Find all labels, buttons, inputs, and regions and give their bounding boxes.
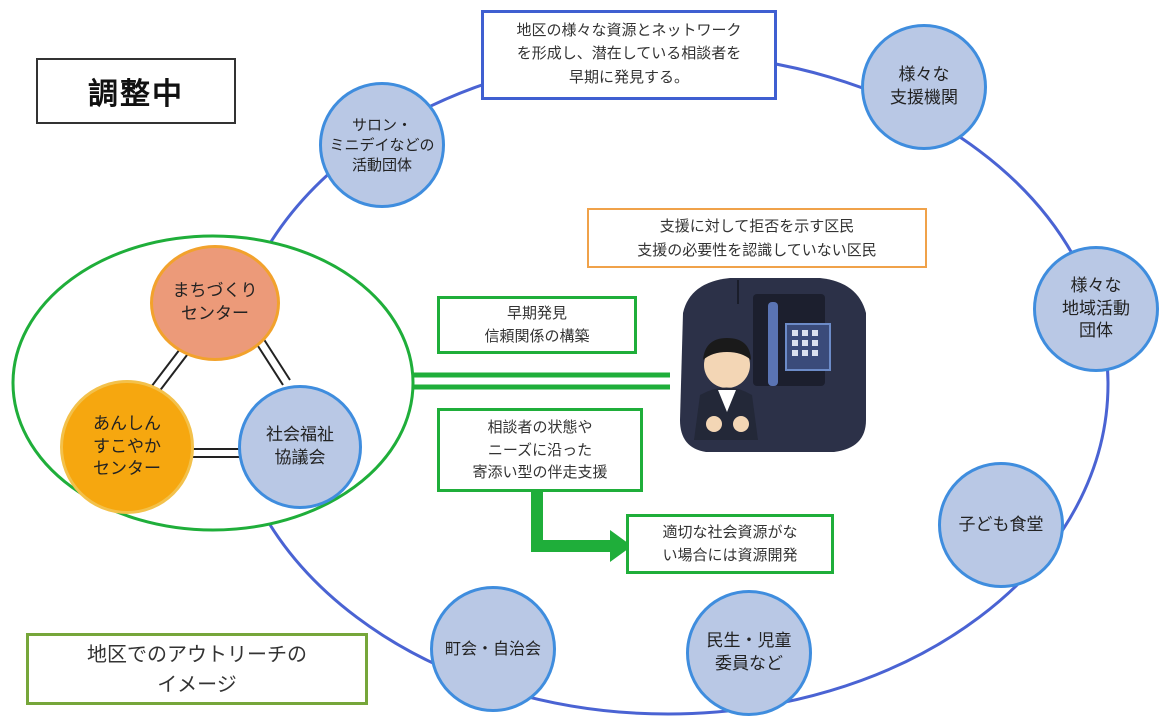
person-illustration bbox=[680, 278, 866, 452]
status-label: 調整中 bbox=[36, 58, 236, 124]
node-support-agencies: 様々な 支援機関 bbox=[861, 24, 987, 150]
resource-development-box: 適切な社会資源がな い場合には資源開発 bbox=[626, 514, 834, 574]
node-machizukuri-center: まちづくり センター bbox=[150, 245, 280, 361]
refusing-residents-note: 支援に対して拒否を示す区民 支援の必要性を認識していない区民 bbox=[587, 208, 927, 268]
node-minsei-committee: 民生・児童 委員など bbox=[686, 590, 812, 716]
node-anshin-center: あんしん すこやか センター bbox=[60, 380, 194, 514]
diagram-caption: 地区でのアウトリーチの イメージ bbox=[26, 633, 368, 705]
node-regional-groups: 様々な 地域活動 団体 bbox=[1033, 246, 1159, 372]
network-note: 地区の様々な資源とネットワーク を形成し、潜在している相談者を 早期に発見する。 bbox=[481, 10, 777, 100]
early-detection-box: 早期発見 信頼関係の構築 bbox=[437, 296, 637, 354]
node-kids-cafeteria: 子ども食堂 bbox=[938, 462, 1064, 588]
resource-arrow bbox=[531, 488, 632, 562]
connector-lines bbox=[413, 372, 670, 390]
accompany-support-box: 相談者の状態や ニーズに沿った 寄添い型の伴走支援 bbox=[437, 408, 643, 492]
node-salon-groups: サロン・ ミニデイなどの 活動団体 bbox=[319, 82, 445, 208]
node-social-welfare-council: 社会福祉 協議会 bbox=[238, 385, 362, 509]
node-neighborhood-association: 町会・自治会 bbox=[430, 586, 556, 712]
